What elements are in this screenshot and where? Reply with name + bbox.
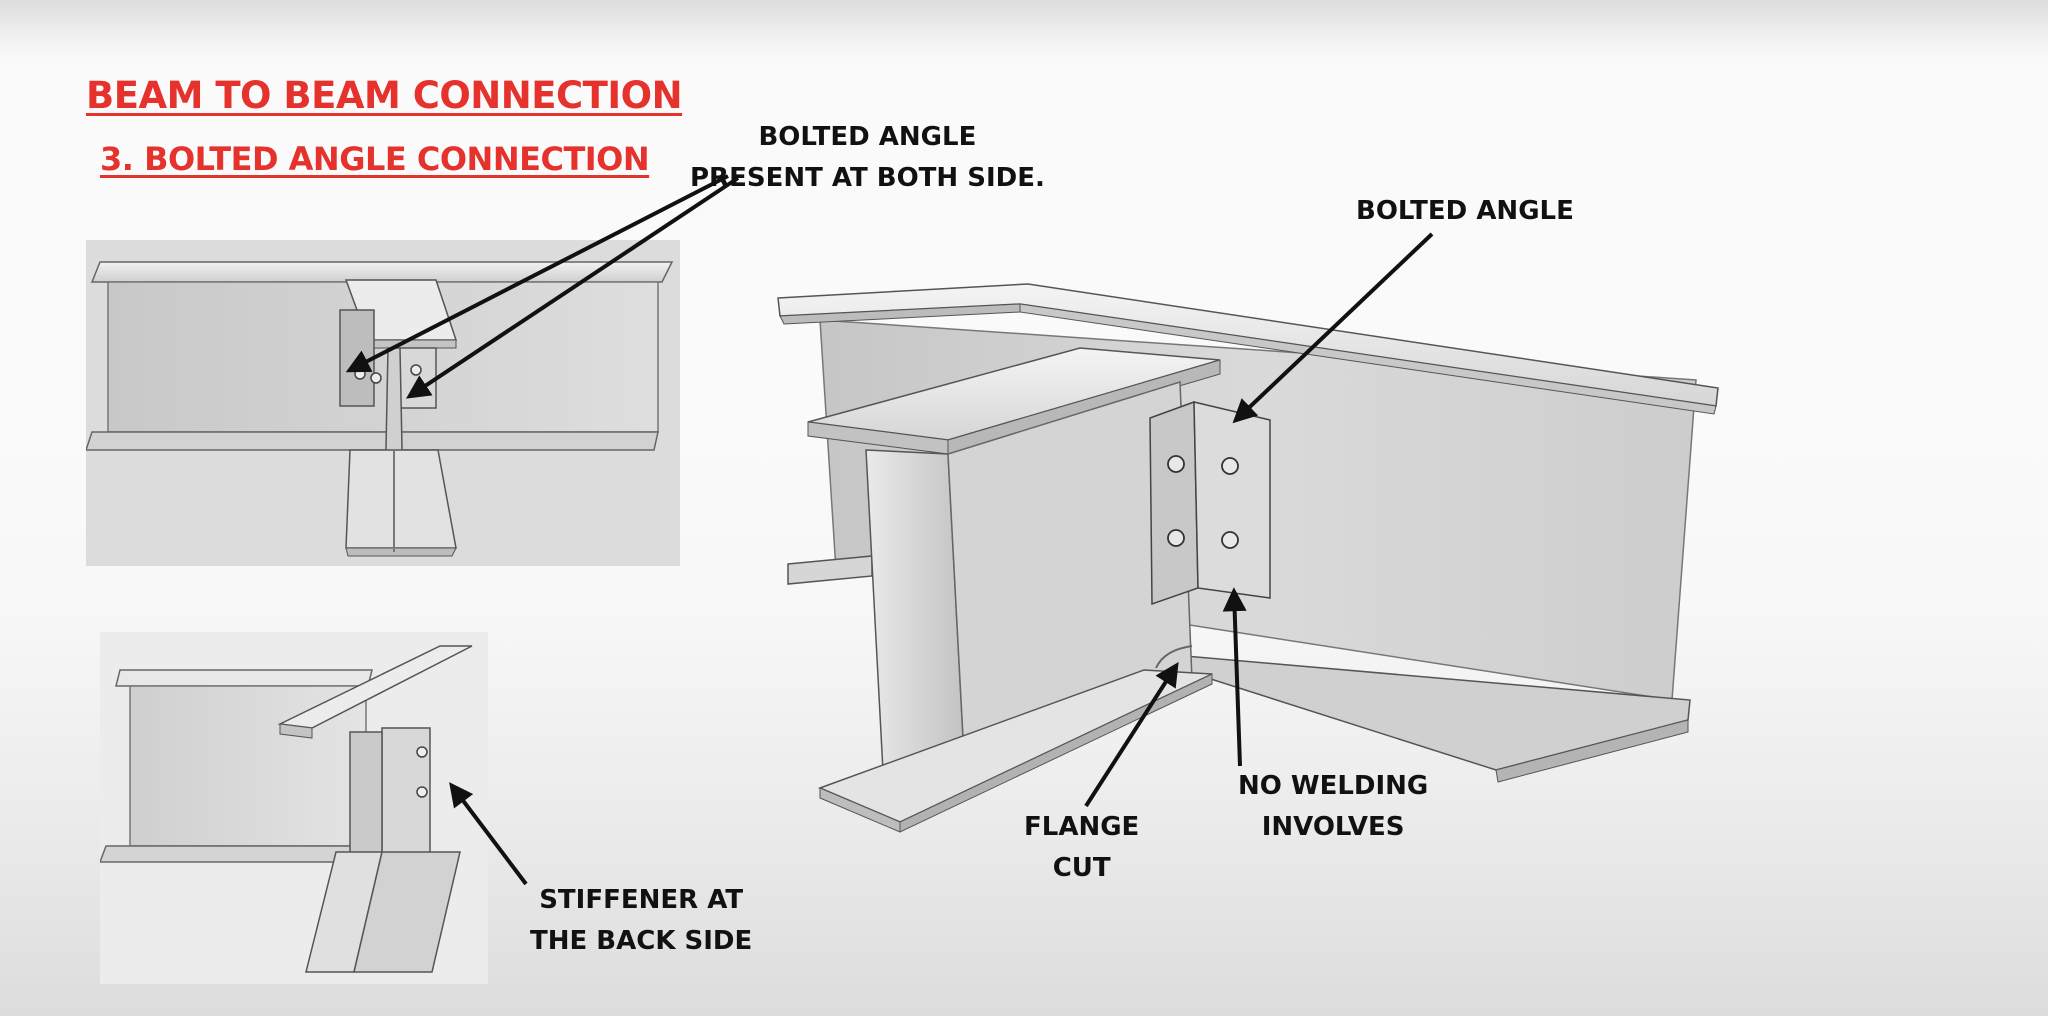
label-line: INVOLVES	[1261, 812, 1405, 842]
label-line: NO WELDING	[1238, 771, 1429, 801]
label-line: STIFFENER AT	[539, 885, 744, 915]
sub-title: 3. BOLTED ANGLE CONNECTION	[100, 140, 650, 178]
label-no-welding: NO WELDING INVOLVES	[1238, 766, 1428, 848]
label-stiffener: STIFFENER AT THE BACK SIDE	[530, 880, 752, 962]
label-line: BOLTED ANGLE	[1356, 196, 1574, 226]
label-flange-cut: FLANGE CUT	[1024, 807, 1139, 889]
main-title: BEAM TO BEAM CONNECTION	[86, 74, 683, 117]
label-line: THE BACK SIDE	[530, 926, 753, 956]
front-view-illustration	[86, 240, 680, 566]
label-bolted-angle-both-sides: BOLTED ANGLE PRESENT AT BOTH SIDE.	[690, 117, 1045, 199]
main-3d-illustration	[760, 270, 1740, 860]
label-line: PRESENT AT BOTH SIDE.	[690, 163, 1045, 193]
label-line: CUT	[1052, 853, 1111, 883]
label-line: BOLTED ANGLE	[758, 122, 977, 152]
label-bolted-angle: BOLTED ANGLE	[1356, 191, 1574, 232]
label-line: FLANGE	[1024, 812, 1140, 842]
back-view-illustration	[100, 632, 488, 984]
